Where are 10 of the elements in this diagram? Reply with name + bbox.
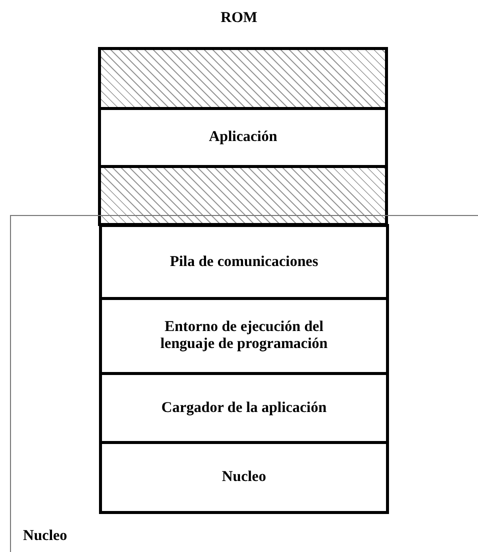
hatched-block xyxy=(98,165,388,226)
layer-box: Nucleo xyxy=(99,441,389,514)
layer-box: Entorno de ejecución del lenguaje de programación xyxy=(99,297,389,375)
hatched-block xyxy=(98,47,388,110)
region-label: Nucleo xyxy=(23,528,68,545)
title: ROM xyxy=(220,10,258,27)
layer-box: Aplicación xyxy=(98,107,388,168)
layer-box: Cargador de la aplicación xyxy=(99,372,389,444)
region-outline xyxy=(10,215,478,552)
layer-box: Pila de comunicaciones xyxy=(99,224,389,300)
